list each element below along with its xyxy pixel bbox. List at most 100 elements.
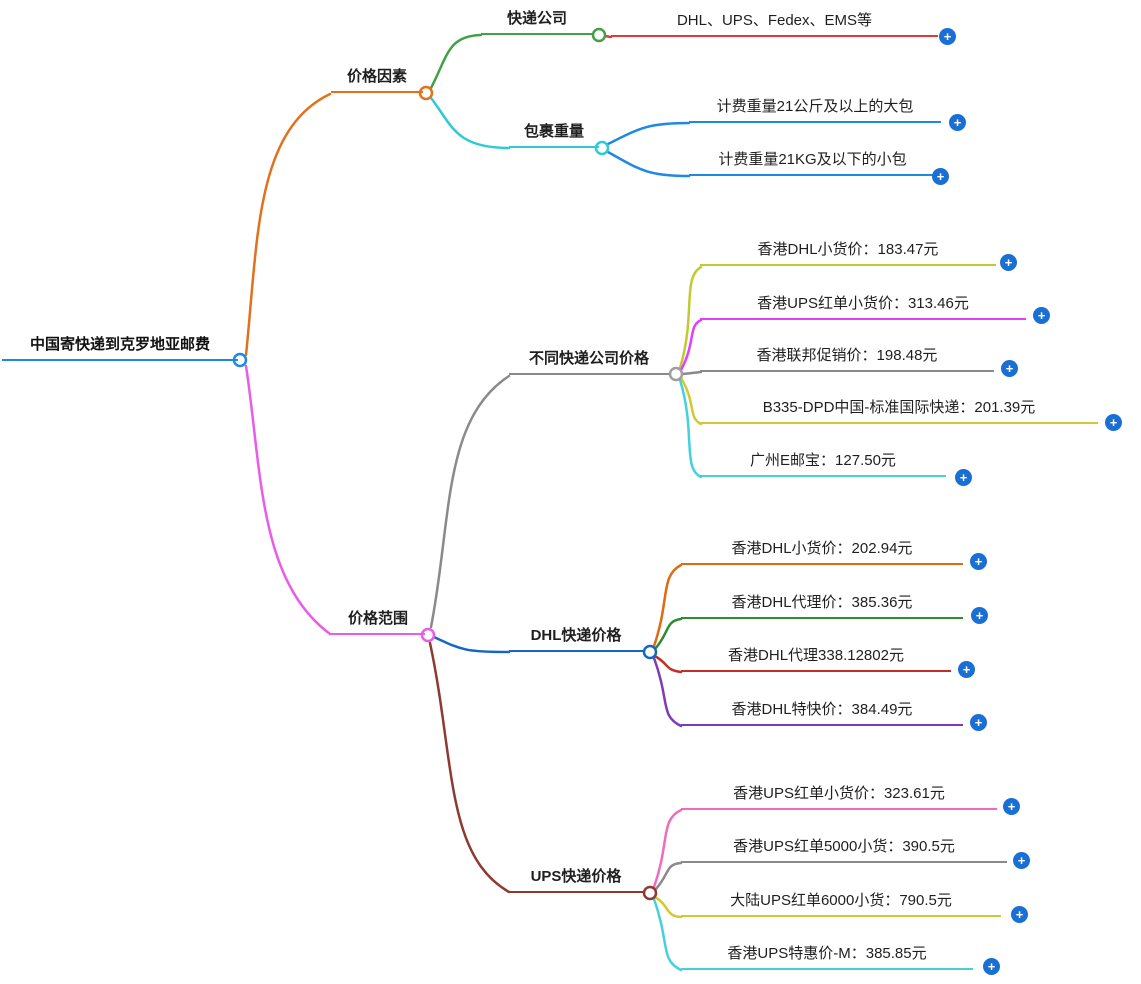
node-dot-company-prices: [668, 366, 684, 382]
node-label: DHL快递价格: [530, 627, 622, 644]
node-root-label: 中国寄快递到克罗地亚邮费: [29, 336, 210, 353]
expand-button-gz-epacket[interactable]: +: [955, 469, 972, 486]
node-label: 香港联邦促销价：198.48元: [756, 347, 938, 364]
node-label: 香港DHL小货价：183.47元: [757, 241, 939, 258]
expand-button-hk-fedex-198[interactable]: +: [1001, 360, 1018, 377]
connector-weight-small-package: [606, 150, 691, 178]
node-dhl-384[interactable]: 香港DHL特快价：384.49元: [681, 701, 963, 726]
node-company-prices[interactable]: 不同快递公司价格: [509, 350, 669, 375]
plus-icon: +: [974, 715, 983, 730]
plus-icon: +: [1007, 799, 1016, 814]
node-label: 香港DHL特快价：384.49元: [731, 701, 913, 718]
node-label: 香港UPS特惠价-M：385.85元: [727, 945, 927, 962]
expand-button-dhl-202[interactable]: +: [970, 553, 987, 570]
connector-cp-hk-ups-313: [679, 318, 703, 372]
plus-icon: +: [962, 662, 971, 677]
connector-cp-dpd-201: [679, 376, 703, 426]
connector-weight-big-package: [606, 121, 691, 146]
node-label: 香港DHL代理价：385.36元: [731, 594, 913, 611]
expand-button-dhl-385[interactable]: +: [971, 607, 988, 624]
node-hk-dhl-183[interactable]: 香港DHL小货价：183.47元: [700, 241, 996, 266]
plus-icon: +: [959, 470, 968, 485]
node-dot-courier-company: [591, 27, 607, 43]
node-ups-prices[interactable]: UPS快递价格: [509, 868, 643, 893]
node-dhl-385[interactable]: 香港DHL代理价：385.36元: [681, 594, 963, 619]
node-label: 香港DHL小货价：202.94元: [731, 540, 913, 557]
expand-button-ups-323[interactable]: +: [1003, 798, 1020, 815]
expand-button-small-package[interactable]: +: [932, 168, 949, 185]
node-label: 香港DHL代理338.12802元: [728, 647, 904, 664]
expand-button-dpd-201[interactable]: +: [1105, 414, 1122, 431]
plus-icon: +: [1015, 907, 1024, 922]
expand-button-ups-390[interactable]: +: [1013, 852, 1030, 869]
node-label: 计费重量21KG及以下的小包: [718, 151, 907, 168]
connector-dhl-385: [653, 617, 683, 651]
plus-icon: +: [1004, 255, 1013, 270]
expand-button-hk-dhl-183[interactable]: +: [1000, 254, 1017, 271]
node-ups-790[interactable]: 大陆UPS红单6000小货：790.5元: [681, 892, 1001, 917]
node-label: UPS快递价格: [530, 868, 622, 885]
expand-button-ups-385[interactable]: +: [983, 958, 1000, 975]
node-gz-epacket-127[interactable]: 广州E邮宝：127.50元: [700, 452, 946, 477]
node-dot-price-factors: [418, 85, 434, 101]
connector-cp-hk-dhl-183: [678, 265, 703, 370]
plus-icon: +: [974, 554, 983, 569]
plus-icon: +: [975, 608, 984, 623]
connector-dhl-202: [652, 563, 683, 648]
node-dot-price-range: [420, 627, 436, 643]
node-courier-list[interactable]: DHL、UPS、Fedex、EMS等: [611, 12, 938, 37]
node-label: 不同快递公司价格: [528, 350, 649, 367]
node-dhl-prices[interactable]: DHL快递价格: [509, 627, 643, 652]
node-label: 计费重量21公斤及以上的大包: [716, 98, 914, 115]
node-package-weight[interactable]: 包裹重量: [509, 123, 599, 148]
node-dot-package-weight: [594, 140, 610, 156]
node-price-factors[interactable]: 价格因素: [331, 68, 423, 93]
connector-root-price-range: [244, 364, 332, 636]
connector-cp-gz-epacket: [678, 378, 703, 479]
node-dhl-338[interactable]: 香港DHL代理338.12802元: [681, 647, 951, 672]
connector-root-price-factors: [244, 92, 332, 357]
node-label: 香港UPS红单小货价：313.46元: [757, 295, 969, 312]
connector-dhl-338: [653, 654, 683, 674]
plus-icon: +: [936, 169, 945, 184]
connector-cp-hk-fedex-198: [681, 370, 703, 376]
node-dhl-202[interactable]: 香港DHL小货价：202.94元: [681, 540, 963, 565]
connector-ups-385: [652, 897, 683, 972]
node-ups-390[interactable]: 香港UPS红单5000小货：390.5元: [681, 838, 1007, 863]
connector-ups-790: [653, 895, 683, 919]
node-label: DHL、UPS、Fedex、EMS等: [676, 12, 873, 29]
node-label: 包裹重量: [523, 123, 584, 140]
connector-range-ups-prices: [428, 641, 511, 894]
connector-range-company-prices: [429, 374, 511, 629]
node-dpd-201[interactable]: B335-DPD中国-标准国际快递：201.39元: [700, 399, 1098, 424]
node-small-package[interactable]: 计费重量21KG及以下的小包: [689, 151, 936, 176]
node-root[interactable]: 中国寄快递到克罗地亚邮费: [2, 336, 238, 361]
connector-range-dhl-prices: [432, 635, 511, 654]
expand-button-dhl-338[interactable]: +: [958, 661, 975, 678]
expand-button-courier-list[interactable]: +: [939, 28, 956, 45]
expand-button-dhl-384[interactable]: +: [970, 714, 987, 731]
node-label: 香港UPS红单5000小货：390.5元: [733, 838, 955, 855]
plus-icon: +: [1037, 308, 1046, 323]
node-ups-323[interactable]: 香港UPS红单小货价：323.61元: [681, 785, 997, 810]
node-label: 价格因素: [346, 68, 407, 85]
node-hk-fedex-198[interactable]: 香港联邦促销价：198.48元: [700, 347, 994, 372]
node-price-range[interactable]: 价格范围: [331, 610, 425, 635]
node-dot-dhl-prices: [642, 644, 658, 660]
plus-icon: +: [1109, 415, 1118, 430]
plus-icon: +: [943, 29, 952, 44]
plus-icon: +: [1005, 361, 1014, 376]
node-label: 香港UPS红单小货价：323.61元: [733, 785, 945, 802]
node-big-package[interactable]: 计费重量21公斤及以上的大包: [689, 98, 941, 123]
node-courier-company[interactable]: 快递公司: [481, 10, 593, 35]
node-ups-385[interactable]: 香港UPS特惠价-M：385.85元: [681, 945, 973, 970]
connector-factors-package-weight: [429, 96, 511, 150]
expand-button-ups-790[interactable]: +: [1011, 906, 1028, 923]
expand-button-hk-ups-313[interactable]: +: [1033, 307, 1050, 324]
node-hk-ups-313[interactable]: 香港UPS红单小货价：313.46元: [700, 295, 1026, 320]
plus-icon: +: [953, 115, 962, 130]
connector-dhl-384: [652, 656, 683, 728]
expand-button-big-package[interactable]: +: [949, 114, 966, 131]
